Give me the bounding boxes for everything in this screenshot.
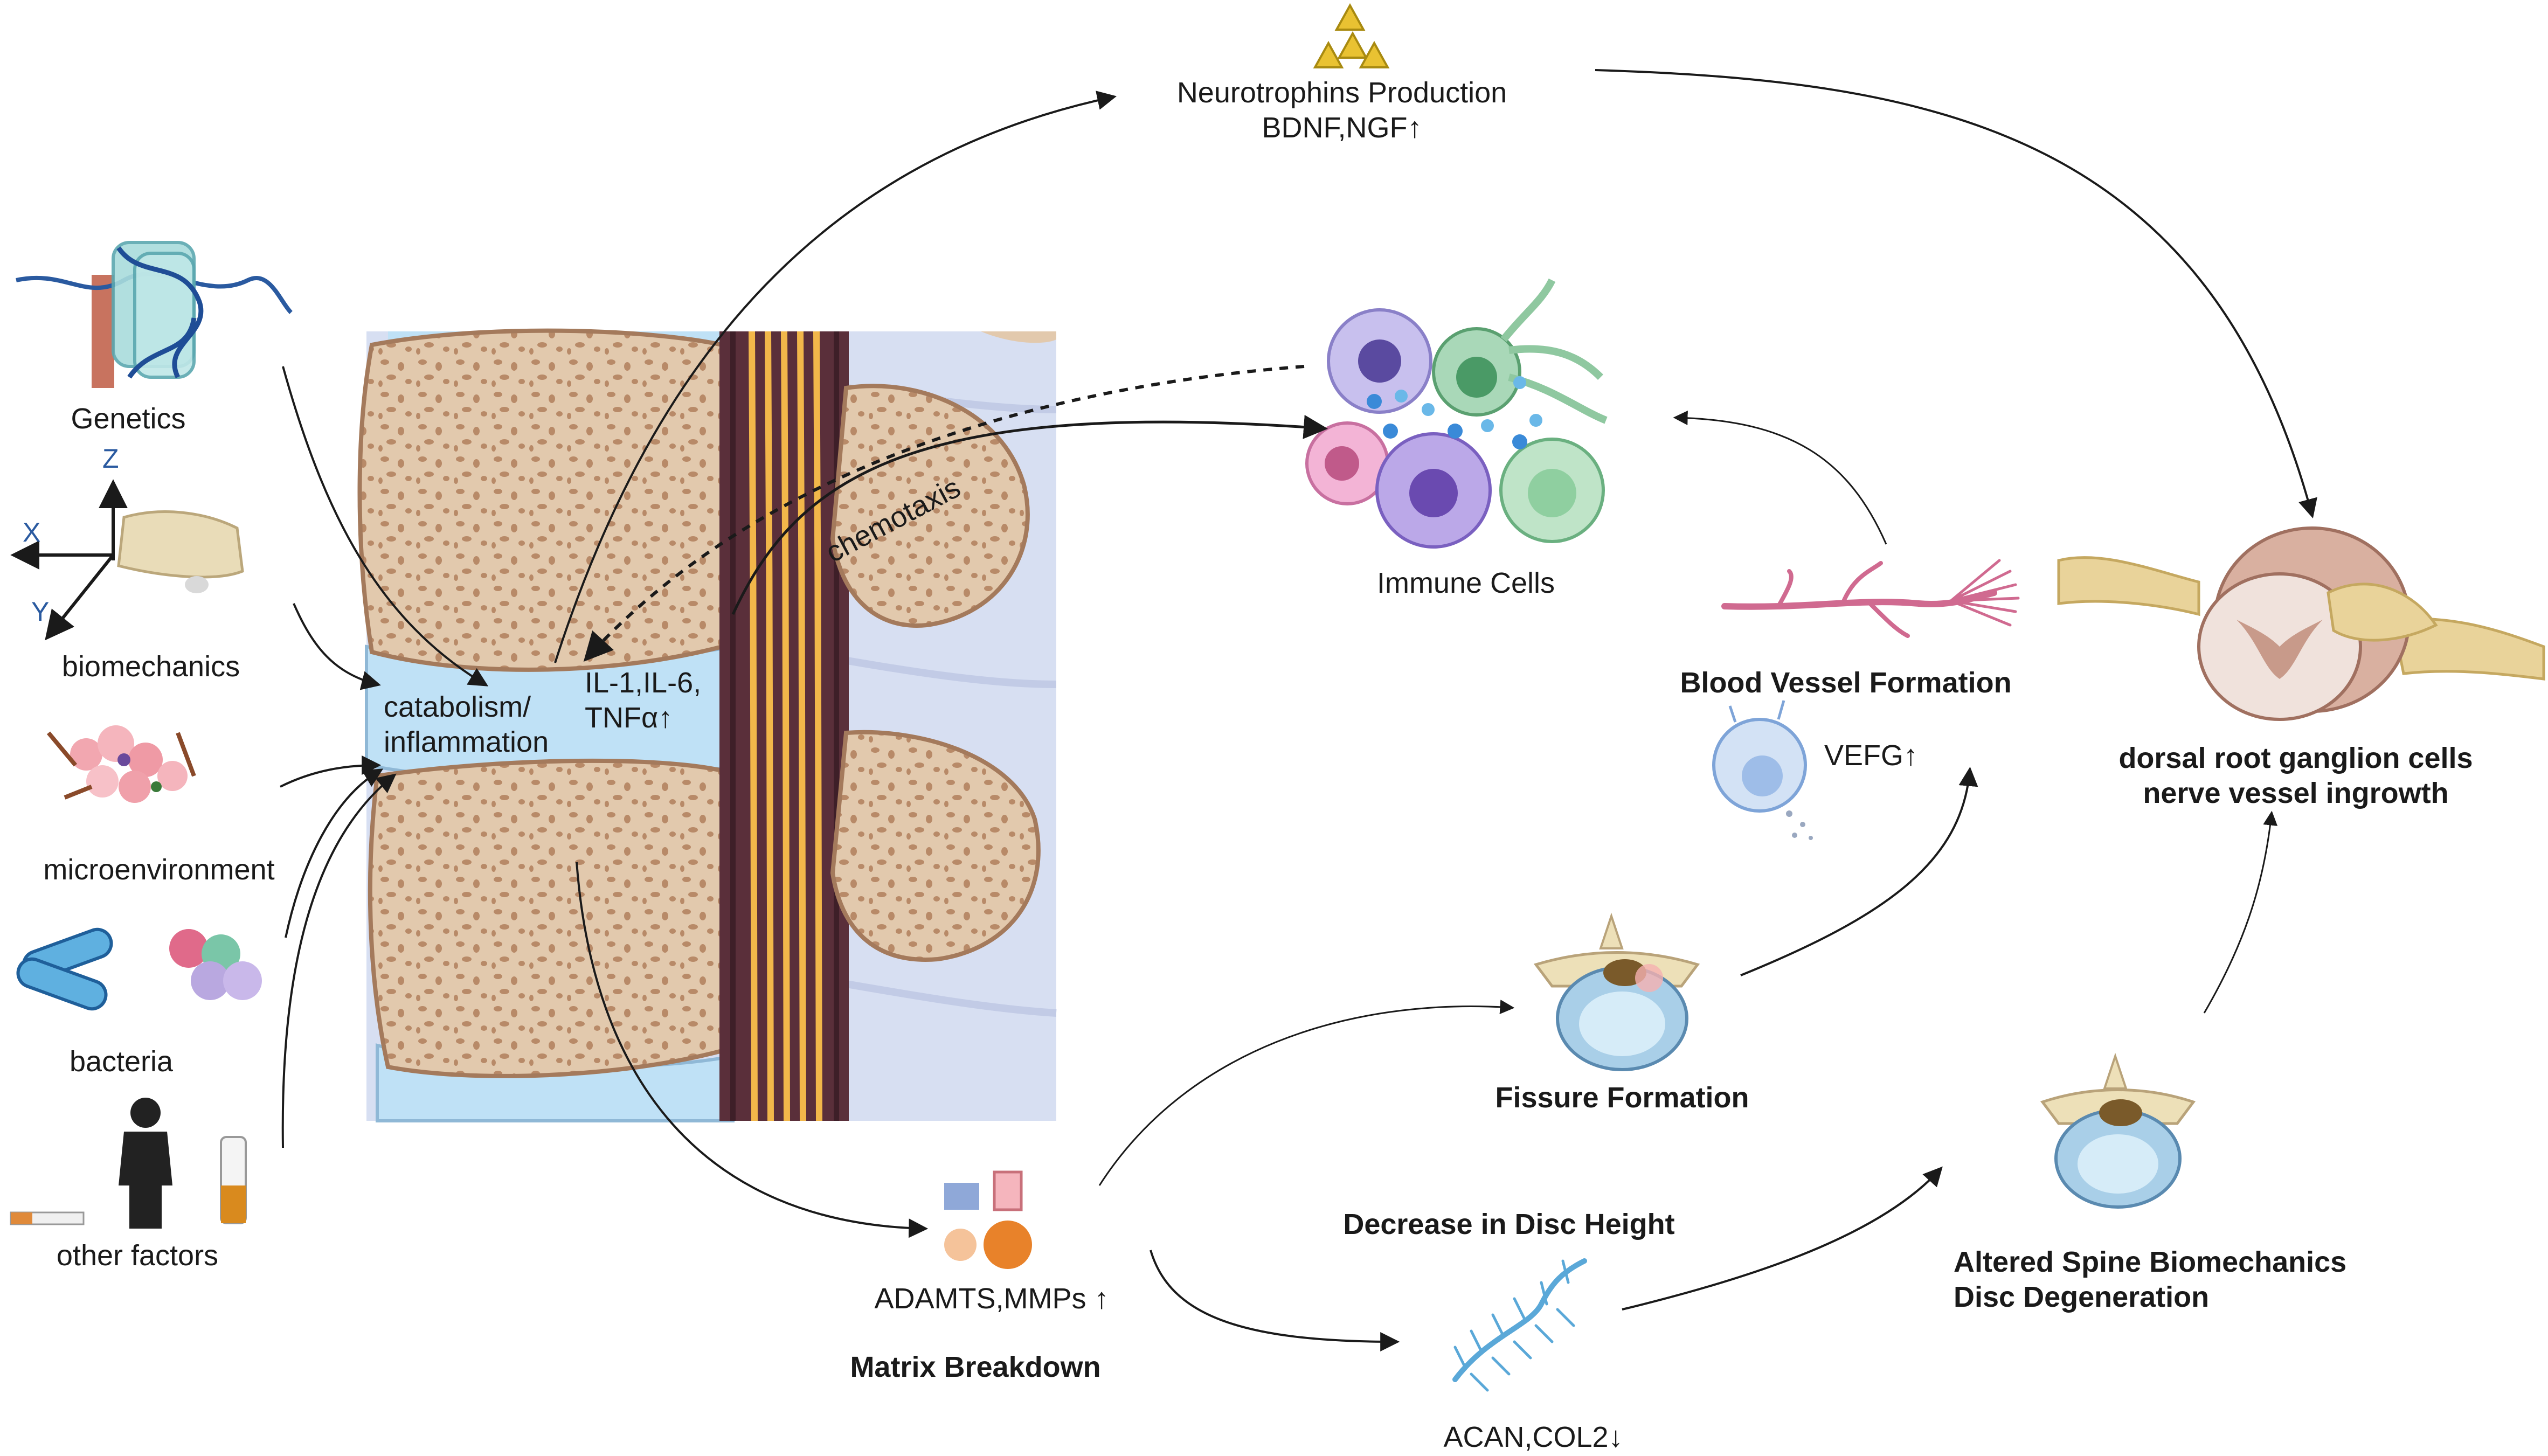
altered-label-line1: Altered Spine Biomechanics (1954, 1246, 2346, 1278)
pathway-arrows (280, 69, 2317, 1351)
disc-height-label: Decrease in Disc Height (1343, 1208, 1674, 1240)
spine-section-illustration (357, 328, 1057, 1122)
arrow-neurotrophins-to-drg (1595, 69, 2317, 518)
immune-cells-label: Immune Cells (1377, 567, 1555, 599)
arrow-matrix-to-fissure (1098, 1000, 1515, 1186)
acan-label: ACAN,COL2↓ (1443, 1421, 1623, 1453)
arrow-bacteria-to-disc (285, 768, 384, 938)
genetics-label: Genetics (71, 403, 185, 435)
drg-label-line2: nerve vessel ingrowth (2143, 777, 2448, 809)
disc-fissure-icon (1533, 912, 1700, 1071)
arrow-fissure-to-vegf (1740, 766, 1978, 976)
dna-histone-icon (16, 241, 293, 388)
biomechanics-label: biomechanics (62, 650, 240, 683)
arrow-disc-to-neurotrophins (554, 91, 1117, 663)
axis-x-label: X (23, 517, 40, 547)
bacteria-icon (16, 927, 262, 1011)
adamts-label: ADAMTS,MMPs ↑ (874, 1282, 1109, 1315)
arrow-acan-to-degeneration (1622, 1166, 1943, 1311)
arrow-disc-to-immune (731, 414, 1328, 615)
secreting-cell-icon (1712, 700, 1813, 840)
axis-y-label: Y (31, 597, 49, 627)
other-factors-label: other factors (57, 1239, 218, 1272)
arrow-degeneration-to-drg (2203, 810, 2278, 1014)
blood-vessel-label: Blood Vessel Formation (1680, 667, 2011, 699)
bacteria-label: bacteria (70, 1045, 174, 1078)
arrow-genetics-to-disc (282, 366, 489, 687)
neurotrophins-label-line2: BDNF,NGF↑ (1262, 112, 1422, 144)
catabolism-label-line1: catabolism/ (384, 691, 531, 723)
spinal-cord-icon (2057, 526, 2545, 721)
microenvironment-label: microenvironment (43, 854, 274, 886)
vegf-label: VEFG↑ (1824, 739, 1918, 772)
degenerated-disc-icon (2040, 1052, 2196, 1209)
neurotrophins-label-line1: Neurotrophins Production (1177, 77, 1507, 109)
blood-vessel-icon (1721, 559, 2020, 638)
arrow-matrix-to-acan (1150, 1250, 1400, 1351)
arrow-vessel-to-immune (1673, 411, 1887, 545)
triangle-molecules-icon (1313, 3, 1390, 68)
matrix-breakdown-label: Matrix Breakdown (850, 1351, 1100, 1383)
arrow-disc-to-matrix (576, 862, 929, 1238)
fissure-label: Fissure Formation (1495, 1081, 1749, 1114)
catabolism-label-line2: inflammation (384, 726, 549, 758)
altered-label-line2: Disc Degeneration (1954, 1281, 2209, 1313)
axis-z-label: Z (102, 443, 119, 474)
arrow-micro-to-disc (280, 755, 382, 788)
arrow-biomechanics-to-disc (293, 603, 381, 690)
drg-label-line1: dorsal root ganglion cells (2118, 742, 2473, 774)
arrow-other-to-disc (281, 773, 397, 1148)
lifestyle-icon (10, 1098, 247, 1229)
proteoglycan-icon (1452, 1258, 1587, 1392)
cytokines-label-line1: IL-1,IL-6, (585, 667, 701, 699)
cell-cluster-icon (46, 725, 196, 803)
immune-cells-icon (1305, 278, 1608, 549)
shapes-icon (944, 1170, 1032, 1269)
arrow-immune-chemotaxis (583, 365, 1305, 662)
vertebra-axes-icon (10, 479, 244, 641)
cytokines-label-line2: TNFα↑ (585, 702, 673, 734)
